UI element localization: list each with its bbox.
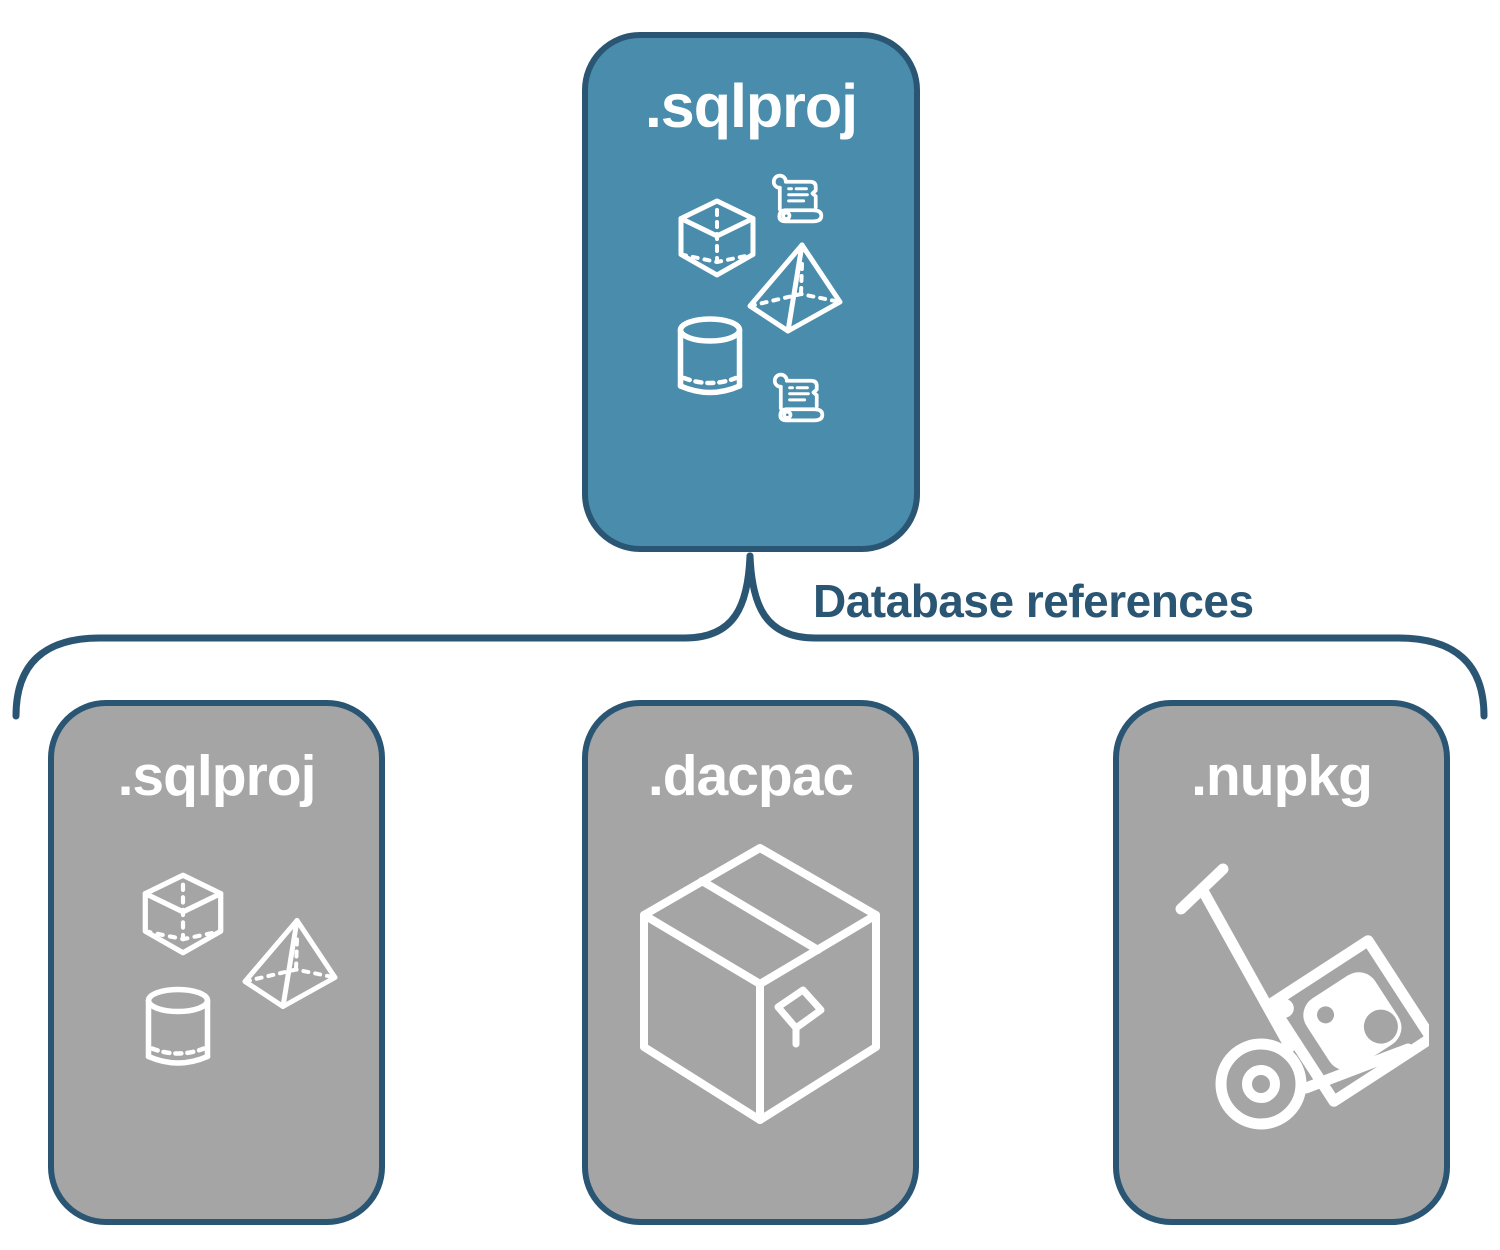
package-box-icon: [640, 844, 880, 1126]
root-card-sqlproj: .sqlproj: [582, 32, 920, 552]
root-card-title: .sqlproj: [644, 72, 858, 140]
script-scroll-icon: [772, 372, 825, 423]
child-card-sqlproj: .sqlproj: [48, 700, 385, 1225]
child-card-nupkg: .nupkg: [1113, 700, 1450, 1225]
child-card-title: .nupkg: [1191, 744, 1373, 808]
connector-label: Database references: [813, 575, 1254, 627]
child-card-title: .dacpac: [647, 744, 854, 808]
database-cylinder-icon: [676, 316, 744, 400]
nuget-hand-truck-icon: [1159, 851, 1429, 1141]
cube-icon: [139, 872, 227, 956]
script-scroll-icon: [771, 173, 824, 224]
child-card-dacpac: .dacpac: [582, 700, 919, 1225]
child-card-title: .sqlproj: [117, 744, 317, 808]
database-cylinder-icon: [144, 986, 212, 1071]
pyramid-icon: [239, 916, 339, 1011]
pyramid-icon: [744, 242, 844, 334]
